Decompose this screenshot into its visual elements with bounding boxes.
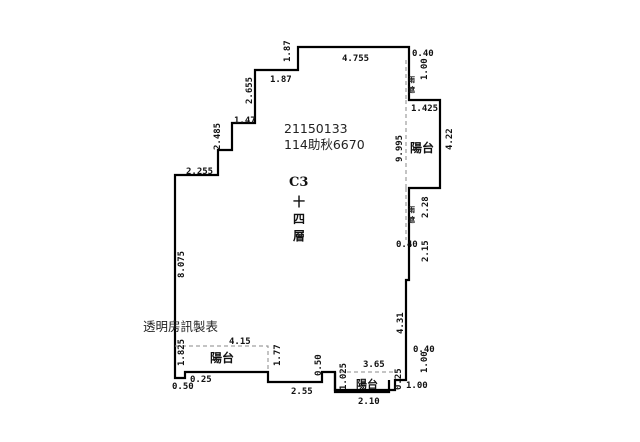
rain-cover-top-label-2: 遮 xyxy=(408,85,415,94)
dim-bot-1-025: 1.025 xyxy=(339,363,349,390)
floor-char-3: 層 xyxy=(293,229,305,243)
floor-char-1: 十 xyxy=(293,194,305,209)
balcony-right-label: 陽台 xyxy=(410,140,434,155)
dim-right-4-31: 4.31 xyxy=(396,312,406,334)
balcony-bottom-outline xyxy=(333,372,391,394)
watermark-text: 透明房訊製表 xyxy=(143,319,219,334)
dim-bot-0-50-b: 0.50 xyxy=(314,354,324,376)
dim-diag-2-655: 2.655 xyxy=(245,77,255,104)
balcony-left-label: 陽台 xyxy=(210,350,234,365)
dim-bot-0-25: 0.25 xyxy=(190,375,212,385)
balcony-left-dashed xyxy=(175,345,269,372)
dim-top-0-40: 0.40 xyxy=(412,49,434,59)
dim-right-2-15: 2.15 xyxy=(421,240,431,262)
dim-left-8-075: 8.075 xyxy=(177,251,187,278)
property-id-line2: 114助秋6670 xyxy=(284,137,365,152)
property-id-line1: 21150133 xyxy=(284,121,348,136)
dim-right-1-00-bottom: 1.00 xyxy=(406,381,428,391)
dim-bot-0-50: 0.50 xyxy=(172,382,194,392)
dim-bal-1-825: 1.825 xyxy=(177,339,187,366)
dim-right-1-00-top: 1.00 xyxy=(420,58,430,80)
dim-step-1-87: 1.87 xyxy=(270,75,292,85)
dim-top-4-755: 4.755 xyxy=(342,54,369,64)
dim-right-2-28: 2.28 xyxy=(421,196,431,218)
unit-name: C3 xyxy=(289,175,308,190)
rain-cover-top-label-1: 雨 xyxy=(408,75,415,84)
dim-bal-1-77: 1.77 xyxy=(273,344,283,366)
dim-step-1-47: 1.47 xyxy=(234,116,256,126)
dim-bot-3-65: 3.65 xyxy=(363,360,385,370)
dim-bot-2-55: 2.55 xyxy=(291,387,313,397)
dim-right-0-40-mid: 0.40 xyxy=(396,240,418,250)
dim-right-1-425: 1.425 xyxy=(411,104,438,114)
dim-right-0-40-low: 0.40 xyxy=(413,345,435,355)
balcony-bottom-label: 陽台 xyxy=(356,377,378,391)
dim-bot-2-10: 2.10 xyxy=(358,397,380,407)
floor-char-2: 四 xyxy=(293,212,305,226)
outer-wall-outline xyxy=(173,45,442,392)
dim-bot-0-25-b: 0.25 xyxy=(394,368,404,390)
rain-cover-mid-label-1: 雨 xyxy=(408,205,415,214)
dim-right-9-995: 9.995 xyxy=(395,135,405,162)
dim-bal-4-15: 4.15 xyxy=(229,337,251,347)
dim-step-2-255: 2.255 xyxy=(186,167,213,177)
dim-right-1-00-low: 1.00 xyxy=(420,351,430,373)
dim-top-1-87-a: 1.87 xyxy=(283,40,293,62)
dim-right-4-22: 4.22 xyxy=(445,128,455,150)
dim-diag-2-485: 2.485 xyxy=(213,123,223,150)
rain-cover-mid-label-2: 遮 xyxy=(408,215,415,224)
